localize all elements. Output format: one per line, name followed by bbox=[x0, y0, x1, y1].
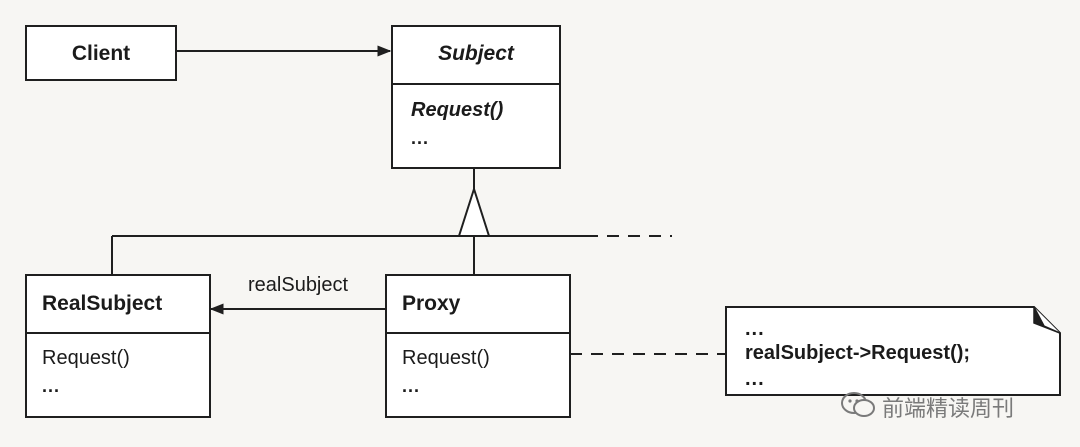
note-line-3: ... bbox=[745, 368, 765, 390]
realsubject-name: RealSubject bbox=[42, 292, 163, 315]
subject-operations-compartment bbox=[393, 83, 559, 85]
realsubject-class: RealSubject Request() ... bbox=[25, 274, 211, 418]
subject-operation: Request() bbox=[411, 99, 504, 121]
client-name: Client bbox=[71, 42, 131, 65]
note-outline bbox=[725, 306, 1061, 396]
client-class: Client bbox=[25, 25, 177, 81]
subject-class: Subject Request() ... bbox=[391, 25, 561, 169]
implementation-note: ... realSubject->Request(); ... bbox=[725, 306, 1061, 396]
proxy-operations-compartment bbox=[387, 332, 569, 334]
watermark-text: 前端精读周刊 bbox=[882, 396, 1015, 421]
realsubject-operation: Request() bbox=[42, 347, 130, 369]
note-line-2: realSubject->Request(); bbox=[745, 342, 971, 364]
note-line-1: ... bbox=[745, 318, 765, 340]
generalization-triangle bbox=[457, 185, 491, 237]
proxy-more: ... bbox=[402, 376, 421, 396]
proxy-class: Proxy Request() ... bbox=[385, 274, 571, 418]
proxy-operation: Request() bbox=[402, 347, 490, 369]
subject-name: Subject bbox=[438, 42, 514, 65]
association-role-label: realSubject bbox=[248, 274, 349, 296]
proxy-name: Proxy bbox=[402, 292, 461, 315]
realsubject-more: ... bbox=[42, 376, 61, 396]
subject-more: ... bbox=[411, 128, 430, 148]
chat-bubble-icon bbox=[841, 392, 875, 417]
realsubject-operations-compartment bbox=[27, 332, 209, 334]
